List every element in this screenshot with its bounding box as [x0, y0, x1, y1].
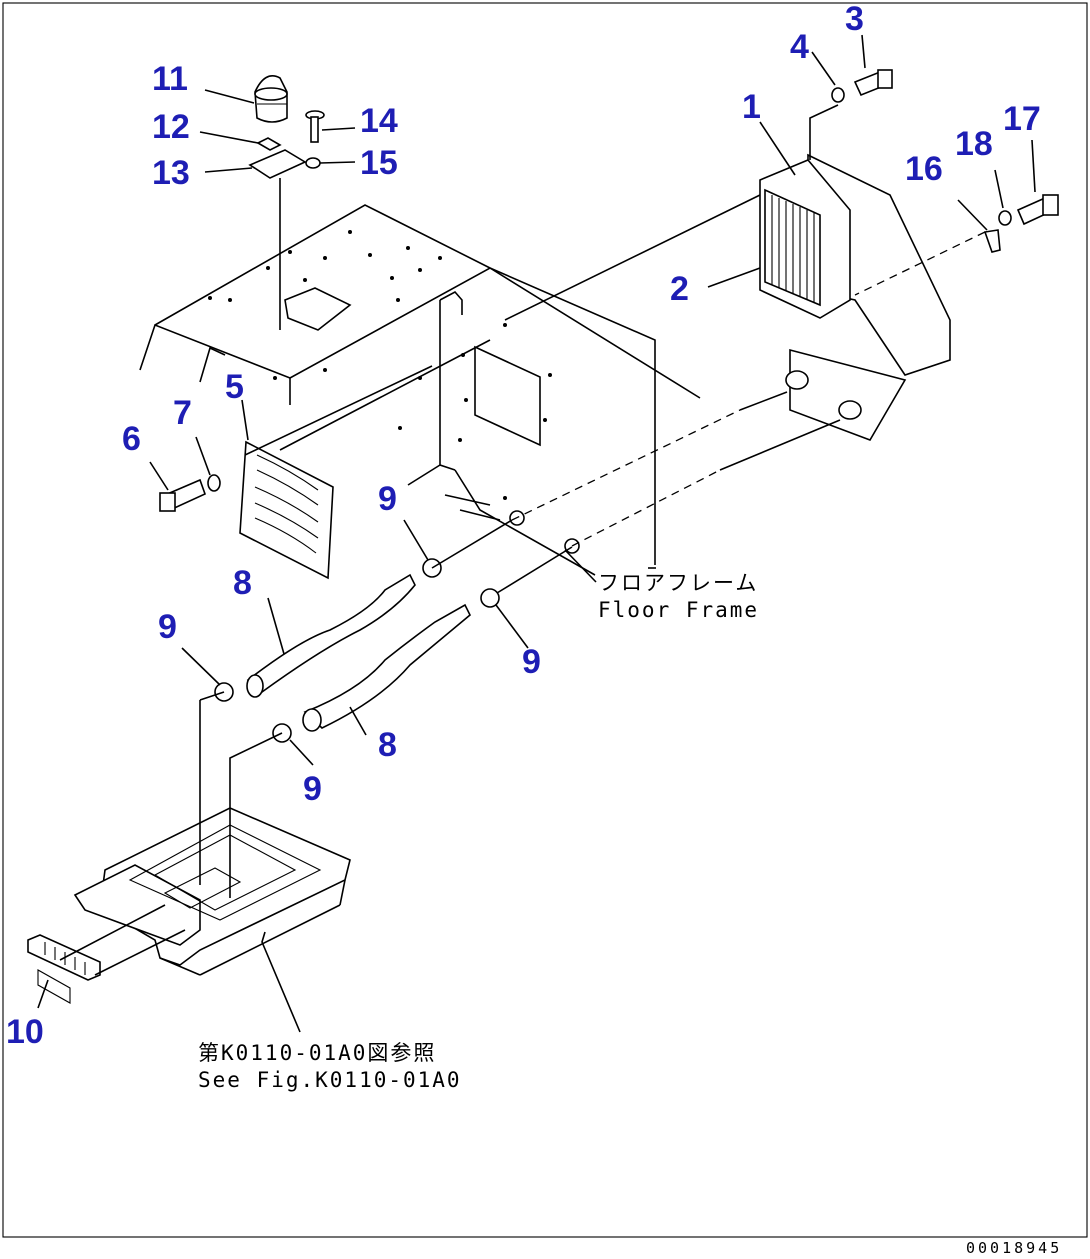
callout-17: 17: [1003, 100, 1041, 138]
bracket-13: [248, 149, 307, 179]
callout-12: 12: [152, 108, 190, 146]
washer-4: [831, 87, 845, 103]
callout-18: 18: [955, 125, 993, 163]
callout-6: 6: [122, 420, 141, 458]
connector-box: [37, 969, 71, 1004]
bolt-3: [853, 69, 893, 97]
callout-3: 3: [845, 0, 864, 38]
controller-tray: [73, 807, 351, 976]
note-see-fig-en: See Fig.K0110-01A0: [198, 1068, 462, 1092]
cover-5: [239, 440, 334, 580]
bolt-6: [159, 478, 207, 512]
note-floor-frame-en: Floor Frame: [598, 598, 759, 622]
clamp-9b: [480, 588, 500, 608]
plate-12: [256, 137, 282, 151]
pin-16: [983, 229, 1001, 253]
bolt-17: [1016, 194, 1059, 226]
callout-8-lower: 8: [378, 726, 397, 764]
callout-9-a: 9: [378, 480, 397, 518]
callout-7: 7: [173, 394, 192, 432]
callout-14: 14: [360, 102, 398, 140]
floor-frame: [139, 204, 701, 576]
hidden-lines: [511, 231, 986, 547]
callout-13: 13: [152, 154, 190, 192]
callout-16: 16: [905, 150, 943, 188]
cooler-unit: [719, 153, 951, 471]
washer-18: [998, 210, 1012, 226]
frame-border: [2, 2, 1088, 1238]
callout-5: 5: [225, 368, 244, 406]
bolt-14: [305, 110, 325, 143]
callout-2: 2: [670, 270, 689, 308]
callout-9-c: 9: [303, 770, 322, 808]
callout-1: 1: [742, 88, 761, 126]
hose-lower: [302, 603, 471, 732]
callout-15: 15: [360, 144, 398, 182]
callout-8-upper: 8: [233, 564, 252, 602]
switch-11: [254, 75, 288, 123]
callout-9-b: 9: [158, 608, 177, 646]
assembly-lines: [59, 194, 761, 976]
washer-15: [305, 157, 321, 169]
document-id: 00018945: [966, 1239, 1062, 1257]
callout-9-d: 9: [522, 643, 541, 681]
leader-lines: [37, 34, 1036, 1033]
hose-upper: [246, 573, 416, 698]
washer-7: [207, 474, 221, 492]
note-see-fig-jp: 第K0110-01A0図参照: [198, 1041, 436, 1065]
callout-numbers: 1 2 3 4 5 6 7 8 8 9 9 9 9 10 11 12 13 14…: [6, 0, 1041, 1051]
note-floor-frame-jp: フロアフレーム: [598, 571, 758, 595]
callout-11: 11: [152, 60, 188, 98]
callout-4: 4: [790, 28, 809, 66]
callout-10: 10: [6, 1013, 44, 1051]
